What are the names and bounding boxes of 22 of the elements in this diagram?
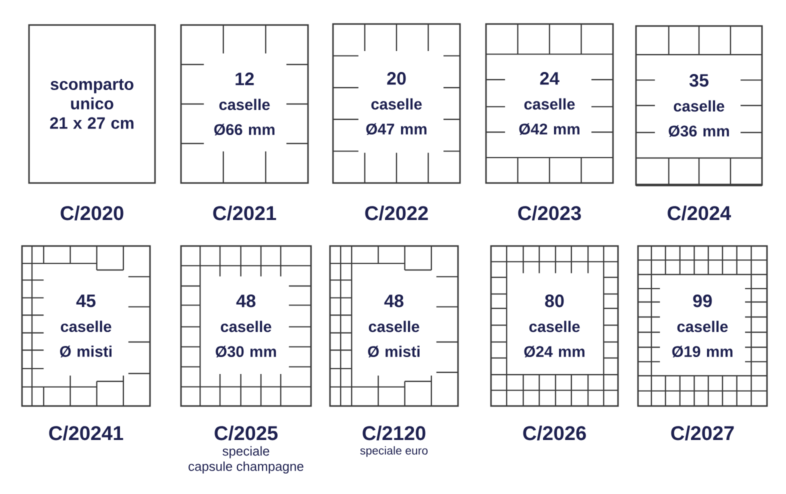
coin-tray: scomparto unico 21 x 27 cm — [28, 24, 156, 184]
coin-tray: 12 caselle Ø66 mm — [180, 24, 309, 184]
model-code: C/2021 — [213, 206, 276, 220]
model-code: C/2022 — [365, 206, 428, 220]
coin-tray: 99 caselle Ø19 mm — [637, 245, 768, 407]
model-code: C/2020 — [60, 206, 124, 220]
model-code: C/2024 — [668, 206, 731, 220]
model-code: C/2027 — [671, 426, 734, 440]
model-code: C/2026 — [523, 426, 586, 440]
coin-tray: 20 caselle Ø47 mm — [332, 23, 461, 184]
model-code: C/20241 — [49, 426, 124, 440]
model-code: C/2025 — [214, 426, 278, 440]
coin-tray: 48 caselle Ø misti — [329, 245, 459, 407]
coin-tray: 45 caselle Ø misti — [21, 245, 151, 407]
model-code: C/2120 — [362, 426, 426, 440]
model-code: C/2023 — [518, 206, 581, 220]
model-note: speciale capsule champagne — [188, 446, 304, 474]
model-note: speciale euro — [360, 446, 428, 457]
coin-tray: 35 caselle Ø36 mm — [635, 25, 763, 186]
coin-tray: 80 caselle Ø24 mm — [490, 245, 619, 407]
coin-tray: 48 caselle Ø30 mm — [180, 245, 312, 407]
coin-tray: 24 caselle Ø42 mm — [485, 23, 614, 184]
